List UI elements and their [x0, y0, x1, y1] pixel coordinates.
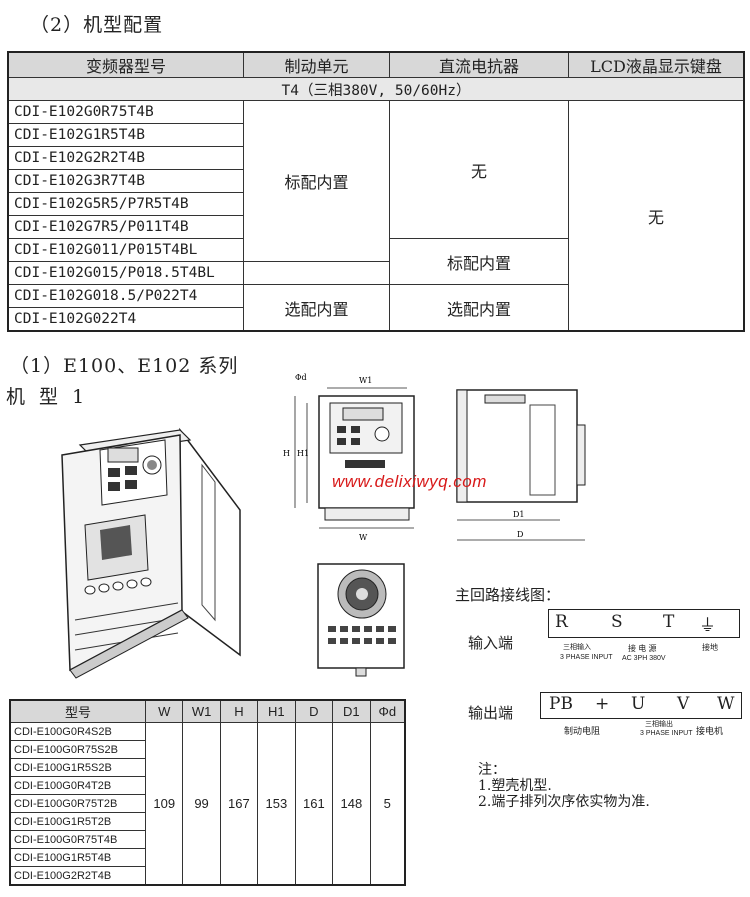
dimension-table: 型号 W W1 H H1 D D1 Φd CDI-E100G0R4S2B 109… [9, 699, 406, 886]
dim-header-h1: H1 [257, 699, 296, 723]
dim-header-phi-d: Φd [369, 699, 406, 723]
input-note-power-en: AC 3PH 380V [622, 655, 666, 662]
terminal-pb: PB [549, 694, 573, 714]
terminal-t: T [663, 612, 675, 632]
terminal-plus: + [595, 694, 610, 714]
config-model-cell: CDI-E102G7R5/P011T4B [7, 215, 244, 239]
dim-header-model: 型号 [9, 699, 146, 723]
dim-model-cell: CDI-E100G1R5S2B [9, 758, 146, 777]
dim-header-w: W [144, 699, 184, 723]
notes-title: 注： [478, 762, 506, 778]
dim-header-h: H [219, 699, 259, 723]
watermark: www.delixiwyq.com [332, 472, 487, 491]
config-table: 变频器型号 制动单元 直流电抗器 LCD液晶显示键盘 T4（三相380V, 50… [7, 51, 745, 332]
dim-model-cell: CDI-E100G0R75T4B [9, 830, 146, 849]
reactor-none-cell: 无 [389, 100, 569, 239]
config-model-cell: CDI-E102G2R2T4B [7, 146, 244, 170]
dim-value-h: 167 [219, 722, 259, 886]
dim-model-cell: CDI-E100G2R2T4B [9, 866, 146, 886]
dim-label-w1: W1 [359, 376, 372, 385]
brake-standard-cell: 标配内置 [243, 100, 390, 262]
note-item: 1.塑壳机型. [478, 778, 552, 794]
output-note-motor: 接电机 [696, 726, 724, 736]
output-terminal-label: 输出端 [468, 704, 514, 722]
output-terminal-block: PB + U V W [540, 692, 742, 719]
dim-model-cell: CDI-E100G0R75S2B [9, 740, 146, 759]
config-model-cell: CDI-E102G1R5T4B [7, 123, 244, 147]
dim-model-cell: CDI-E100G0R4S2B [9, 722, 146, 741]
dim-header-d1: D1 [332, 699, 371, 723]
config-subheader: T4（三相380V, 50/60Hz） [7, 77, 745, 101]
output-note-three-phase: 三相输出 [645, 721, 673, 728]
dim-model-cell: CDI-E100G0R75T2B [9, 794, 146, 813]
config-model-cell: CDI-E102G015/P018.5T4BL [7, 261, 244, 285]
input-note-power: 接 电 源 [628, 644, 657, 653]
config-model-cell: CDI-E102G5R5/P7R5T4B [7, 192, 244, 216]
input-note-three-phase-en: 3 PHASE INPUT [560, 654, 613, 661]
side-view-dimension-drawing: D1 D [456, 389, 586, 541]
dim-label-h: H [283, 449, 290, 458]
reactor-optional-cell: 选配内置 [389, 284, 569, 332]
terminal-s: S [611, 612, 623, 632]
dim-header-w1: W1 [182, 699, 221, 723]
config-model-cell: CDI-E102G018.5/P022T4 [7, 284, 244, 308]
config-header-lcd: LCD液晶显示键盘 [568, 51, 745, 78]
output-note-three-phase-en: 3 PHASE INPUT [640, 730, 693, 737]
dim-model-cell: CDI-E100G1R5T2B [9, 812, 146, 831]
config-header-reactor: 直流电抗器 [389, 51, 569, 78]
dim-value-phi-d: 5 [369, 722, 406, 886]
input-note-three-phase: 三相输入 [563, 644, 591, 651]
config-header-model: 变频器型号 [7, 51, 244, 78]
lcd-none-cell: 无 [568, 100, 745, 332]
reactor-standard-cell: 标配内置 [389, 238, 569, 285]
dim-header-d: D [294, 699, 334, 723]
config-model-cell: CDI-E102G0R75T4B [7, 100, 244, 124]
dim-model-cell: CDI-E100G0R4T2B [9, 776, 146, 795]
dim-model-cell: CDI-E100G1R5T4B [9, 848, 146, 867]
bottom-view-drawing [317, 563, 405, 677]
inverter-isometric-illustration [61, 427, 241, 679]
config-model-cell: CDI-E102G3R7T4B [7, 169, 244, 193]
front-view-dimension-drawing: Φd W1 H H1 W [283, 373, 415, 542]
terminal-u: U [631, 694, 646, 714]
config-model-cell: CDI-E102G011/P015T4BL [7, 238, 244, 262]
terminal-r: R [555, 612, 568, 632]
terminal-w: W [717, 694, 735, 714]
config-header-brake: 制动单元 [243, 51, 390, 78]
output-note-brake-resistor: 制动电阻 [564, 726, 601, 736]
model-type-label: 机 型 1 [6, 386, 89, 408]
input-terminal-label: 输入端 [468, 634, 514, 652]
section1-title: （1）E100、E102 系列 [10, 355, 239, 377]
ground-icon: ⏚ [699, 616, 716, 636]
dim-value-d1: 148 [332, 722, 371, 886]
dim-label-w: W [359, 533, 368, 542]
input-note-ground: 接地 [702, 643, 718, 652]
input-terminal-block: R S T ⏚ [548, 609, 740, 638]
config-model-cell: CDI-E102G022T4 [7, 307, 244, 332]
dim-label-d: D [517, 530, 523, 539]
dim-value-h1: 153 [257, 722, 296, 886]
dim-label-phi-d: Φd [295, 373, 307, 382]
wiring-title: 主回路接线图： [455, 586, 561, 604]
note-item: 2.端子排列次序依实物为准. [478, 794, 650, 810]
terminal-v: V [677, 694, 690, 714]
dim-label-h1: H1 [297, 449, 309, 458]
dim-value-d: 161 [294, 722, 334, 886]
dim-value-w1: 99 [182, 722, 221, 886]
dim-value-w: 109 [144, 722, 184, 886]
brake-optional-cell: 选配内置 [243, 284, 390, 332]
section2-title: （2）机型配置 [30, 14, 164, 36]
dim-label-d1: D1 [513, 510, 525, 519]
